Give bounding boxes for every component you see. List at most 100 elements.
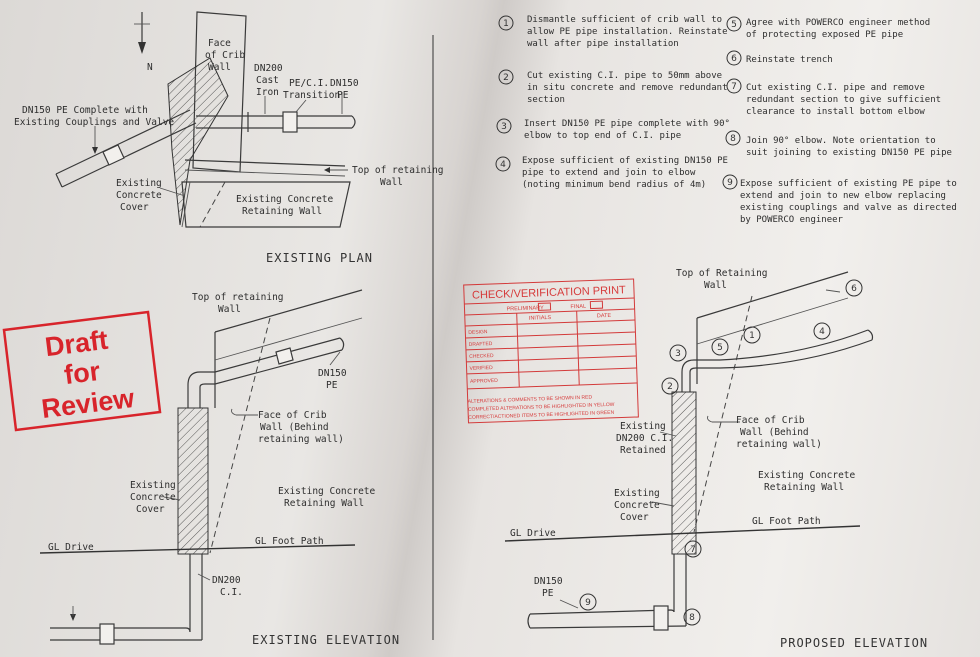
check-footer-1: ALTERATIONS & COMMENTS TO BE SHOWN IN RE… [468,395,593,405]
ee-crib-label-3: retaining wall) [258,434,344,445]
pe-retaining-label-1: Existing Concrete [758,470,856,481]
note-4-number: 4 [500,160,506,170]
plan-retaining-label-2: Retaining Wall [242,206,322,217]
marker-5: 5 [717,343,723,353]
crib-face-label-3: Wall [208,62,231,73]
check-title: CHECK/VERIFICATION PRINT [472,284,626,301]
note-9-number: 9 [727,178,733,188]
ee-dn200-label-1: DN200 [212,575,241,586]
marker-6: 6 [851,284,857,294]
pe-dn150-label-2: PE [542,588,554,599]
marker-4: 4 [819,327,825,337]
dn200-label-3: Iron [256,87,279,98]
note-2-line-3: section [527,95,565,105]
note-9-line-3: existing couplings and valve as directed [740,203,957,213]
complete-label-2: Existing Couplings and Valve [14,117,174,128]
pe-retained-label-1: Existing [620,421,666,432]
note-8-line-1: Join 90° elbow. Note orientation to [746,136,936,146]
crib-face-label-1: Face [208,38,231,49]
note-8-line-2: suit joining to existing DN150 PE pipe [746,148,952,158]
note-3-line-2: elbow to top end of C.I. pipe [524,131,681,141]
marker-4-circle [813,322,831,340]
proposed-cover-hatch [671,391,697,555]
note-6-line-1: Reinstate trench [746,55,833,65]
check-row-2: DRAFTED [469,341,493,348]
existing-plan-title: EXISTING PLAN [266,251,373,265]
note-1-line-2: allow PE pipe installation. Reinstate [527,27,727,37]
transition-label-1: PE/C.I. [289,78,329,89]
marker-1-circle [743,326,761,344]
note-5-line-1: Agree with POWERCO engineer method [746,18,930,28]
check-footer-3: CORRECT/ACTIONED ITEMS TO BE HIGHLIGHTED… [468,410,614,421]
check-footer-2: COMPLETED ALTERATIONS TO BE HIGHLIGHTED … [468,402,615,413]
plan-cover-label-3: Cover [120,202,149,213]
check-final-box [589,300,604,310]
note-3-number: 3 [501,122,507,132]
note-7-line-2: redundant section to give sufficient [746,95,941,105]
pe-top-wall-label-1: Top of Retaining [676,268,768,279]
proposed-ground-line [504,525,861,542]
marker-1: 1 [749,331,755,341]
marker-8-circle [683,608,701,626]
check-sub-right: FINAL [570,304,586,311]
note-4-line-1: Expose sufficient of existing DN150 PE [522,156,728,166]
pe-cover-label-1: Existing [614,488,660,499]
existing-ground-line [39,544,356,554]
draft-stamp: Draft for Review [2,310,162,432]
check-prelim-box [537,302,552,311]
pe-crib-label-2: Wall (Behind [740,427,809,438]
check-row-3: CHECKED [469,353,494,360]
marker-7-circle [684,540,702,558]
plan-cover-label-2: Concrete [116,190,162,201]
transition-label-2: Transition [283,90,340,101]
note-2-line-2: in situ concrete and remove redundant [527,83,727,93]
pe-crib-label-1: Face of Crib [736,415,805,426]
note-9-line-2: extend and join to new elbow replacing [740,191,946,201]
ee-retaining-label-2: Retaining Wall [284,498,364,509]
plan-transition [282,111,298,133]
ee-dn200-label-2: C.I. [220,587,243,598]
pe-gl-foot-label: GL Foot Path [752,516,821,527]
ee-cover-label-1: Existing [130,480,176,491]
pe-dn150-label-1: DN150 [534,576,563,587]
pe-retained-label-3: Retained [620,445,666,456]
dn150-label-2: PE [337,90,349,101]
note-7-number: 7 [731,82,737,92]
existing-plan: N Face of Crib Wall DN200 [14,11,444,265]
crib-face-dashed [209,317,271,554]
plan-wall-top [184,159,346,167]
ee-gl-drive-label: GL Drive [48,542,94,553]
pe-retained-label-2: DN200 C.I. [616,433,673,444]
pe-cover-label-2: Concrete [614,500,660,511]
note-1-line-1: Dismantle sufficient of crib wall to [527,15,722,25]
note-4-line-3: (noting minimum bend radius of 4m) [522,180,706,190]
check-row-1: DESIGN [468,329,488,336]
pe-top-wall-label-2: Wall [704,280,727,291]
ee-cover-label-3: Cover [136,504,165,515]
marker-9-circle [579,593,597,611]
note-1-line-3: wall after pipe installation [527,39,679,49]
marker-9: 9 [585,598,591,608]
marker-5-circle [711,338,729,356]
note-6-number: 6 [731,54,737,64]
ee-dn150-label-1: DN150 [318,368,347,379]
note-8-number: 8 [730,134,736,144]
pe-crib-face-dashed [693,295,753,533]
draft-stamp-border [2,310,162,432]
marker-2-circle [661,377,679,395]
plan-top-wall-label-2: Wall [380,177,403,188]
marker-3-circle [669,344,687,362]
plan-cover-label-1: Existing [116,178,162,189]
pe-gl-drive-label: GL Drive [510,528,556,539]
note-9-line-4: by POWERCO engineer [740,215,844,225]
proposed-elevation-title: PROPOSED ELEVATION [780,636,928,650]
north-arrowhead-icon [138,42,146,54]
existing-elevation-title: EXISTING ELEVATION [252,633,400,647]
draft-stamp-line-1: Draft [43,325,109,362]
dn150-label-1: DN150 [330,78,359,89]
note-2-line-1: Cut existing C.I. pipe to 50mm above [527,71,722,81]
plan-retaining-label-1: Existing Concrete [236,194,334,205]
marker-7: 7 [690,545,696,555]
